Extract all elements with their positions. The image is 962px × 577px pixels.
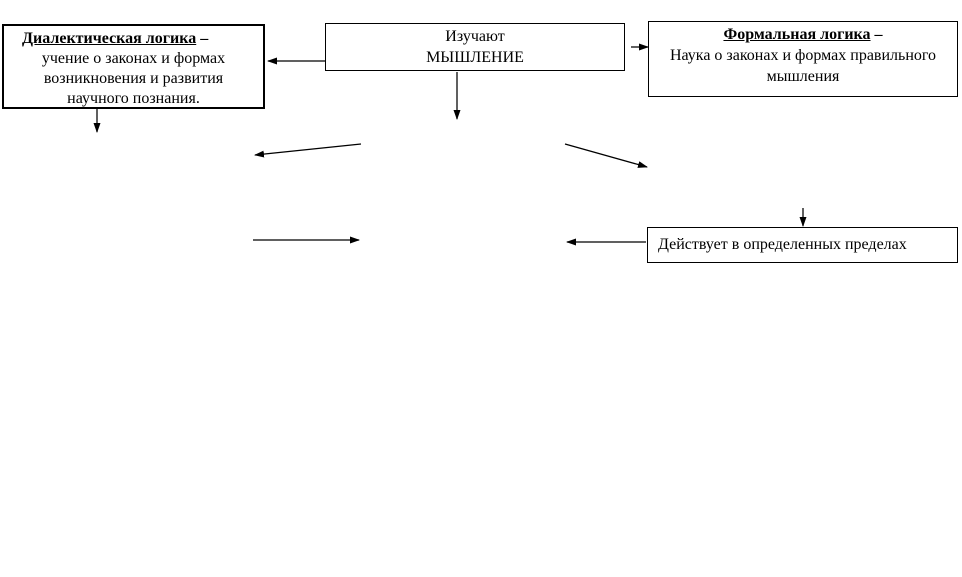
formal-logic-box: Формальная логика – Наука о законах и фо… xyxy=(648,21,958,97)
formal-logic-title-dash: – xyxy=(870,26,883,43)
arrow-diagonal-to-right xyxy=(564,143,648,168)
dialectical-logic-text-line: научного познания. xyxy=(67,90,200,107)
formal-logic-title-line: Формальная логика – xyxy=(649,24,957,45)
limits-text: Действует в определенных пределах xyxy=(658,236,907,253)
study-thinking-line: Изучают xyxy=(445,28,505,45)
dialectical-logic-text-line: учение о законах и формах xyxy=(41,50,226,67)
dialectical-logic-title-line: Диалектическая логика – xyxy=(4,29,263,49)
dialectical-logic-title: Диалектическая логика xyxy=(22,30,197,47)
formal-logic-text-line: Наука о законах и формах правильного xyxy=(669,47,937,64)
limits-box: Действует в определенных пределах xyxy=(647,227,958,263)
study-thinking-line: МЫШЛЕНИЕ xyxy=(426,49,524,66)
dialectical-logic-text-line: возникновения и развития xyxy=(43,70,224,87)
dialectical-logic-title-dash: – xyxy=(196,30,209,47)
formal-logic-text-line: мышления xyxy=(766,68,840,85)
dialectical-logic-box: Диалектическая логика – учение о законах… xyxy=(2,24,265,109)
arrow-diagonal-to-left xyxy=(254,143,362,158)
study-thinking-box: Изучают МЫШЛЕНИЕ xyxy=(325,23,625,71)
formal-logic-title: Формальная логика xyxy=(723,26,871,43)
